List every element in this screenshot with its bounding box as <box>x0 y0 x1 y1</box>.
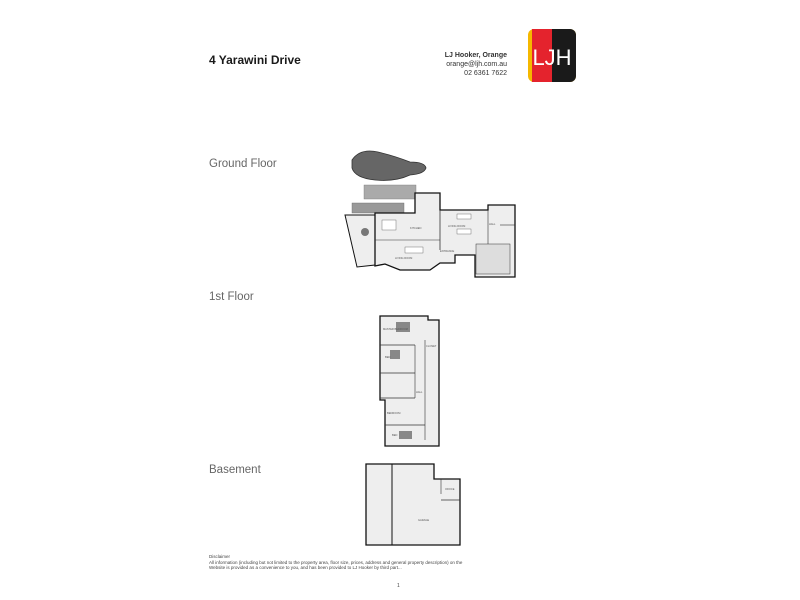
pool <box>351 150 427 181</box>
room-label: MASTER BEDROOM <box>383 327 408 331</box>
room-label: BEDROOM <box>387 411 400 415</box>
room-label: HALL <box>489 222 496 226</box>
room-label: BED <box>385 355 390 359</box>
room-label: ENTRANCE <box>440 249 455 253</box>
basement-label: Basement <box>209 464 261 476</box>
agency-email[interactable]: orange@ljh.com.au <box>446 61 507 68</box>
room-label: LIVING ROOM <box>395 256 412 260</box>
ground-floor-plan: KITCHEN LIVING ROOM LIVING ROOM ENTRANCE… <box>344 150 516 278</box>
disclaimer-heading: Disclaimer <box>209 554 231 559</box>
first-floor-plan: MASTER BEDROOM BED CLOSET HALL BEDROOM B… <box>379 315 440 447</box>
room-label: BED <box>392 433 397 437</box>
first-floor-label: 1st Floor <box>209 291 254 303</box>
room-label: GARAGE <box>418 518 429 522</box>
room-label: HALL <box>416 390 423 394</box>
room-label: OFFICE <box>445 487 455 491</box>
deck <box>363 184 417 200</box>
agency-phone: 02 6361 7622 <box>464 70 507 77</box>
property-title: 4 Yarawini Drive <box>209 53 301 67</box>
page-number: 1 <box>397 583 400 589</box>
basement-plan: GARAGE OFFICE <box>365 463 461 546</box>
svg-text:LJH: LJH <box>532 45 571 70</box>
agent-contact: LJ Hooker, Orange orange@ljh.com.au 02 6… <box>445 51 507 78</box>
room-label: CLOSET <box>426 344 437 348</box>
room-label: KITCHEN <box>410 226 422 230</box>
room-label: LIVING ROOM <box>448 224 465 228</box>
disclaimer: Disclaimer All information (including bu… <box>209 554 469 571</box>
paving <box>351 202 405 214</box>
agency-name: LJ Hooker, Orange <box>444 52 507 59</box>
disclaimer-text: All information (including but not limit… <box>209 559 463 571</box>
ground-floor-label: Ground Floor <box>209 158 277 170</box>
ljh-logo: LJH <box>528 29 576 82</box>
